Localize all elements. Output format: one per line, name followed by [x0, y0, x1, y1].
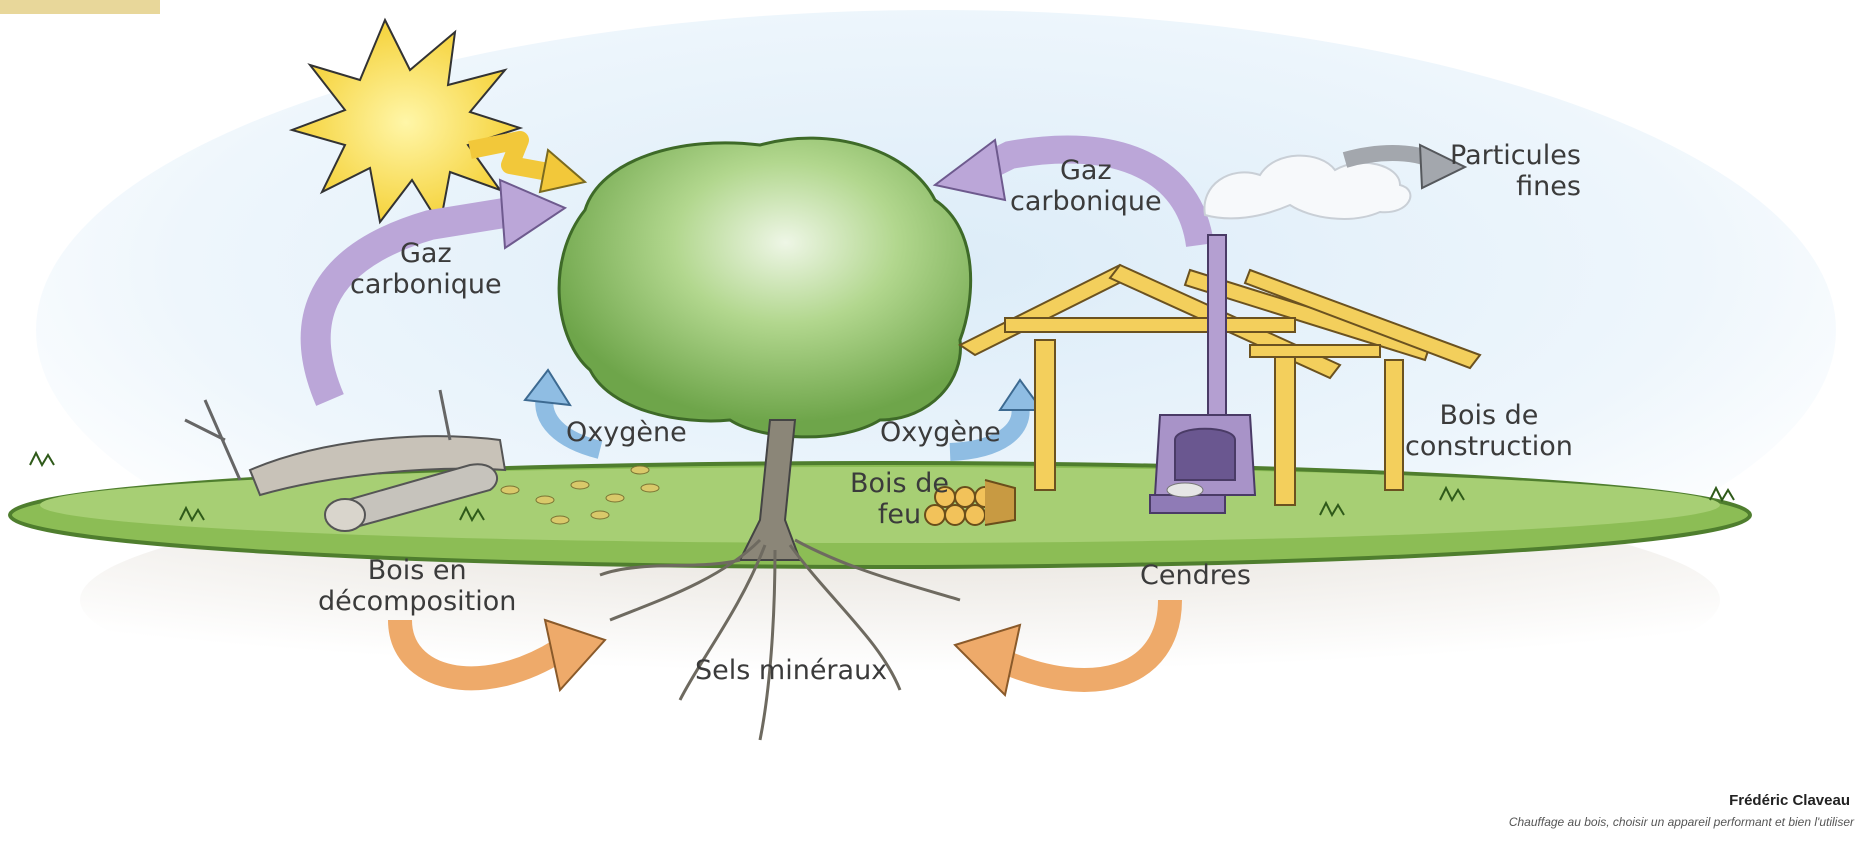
corner-swatch [0, 0, 160, 14]
label-bois-de-construction: Bois de construction [1405, 400, 1573, 462]
label-gaz-carbonique-right: Gaz carbonique [1010, 155, 1162, 217]
label-cendres: Cendres [1140, 560, 1251, 591]
credit-author: Frédéric Claveau [1729, 792, 1850, 809]
label-oxygene-left: Oxygène [566, 417, 687, 448]
label-sels-mineraux: Sels minéraux [695, 655, 887, 686]
label-particules-fines: Particules fines [1450, 140, 1581, 202]
label-oxygene-right: Oxygène [880, 417, 1001, 448]
credit-caption: Chauffage au bois, choisir un appareil p… [1509, 815, 1854, 829]
label-bois-en-decomposition: Bois en décomposition [318, 555, 516, 617]
label-gaz-carbonique-left: Gaz carbonique [350, 238, 502, 300]
label-bois-de-feu: Bois de feu [850, 468, 949, 530]
